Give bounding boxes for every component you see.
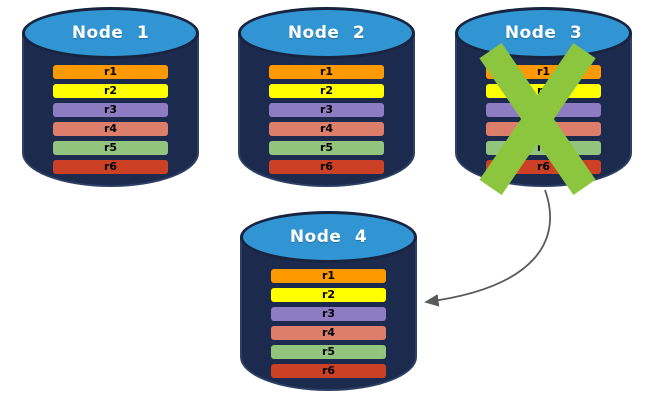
cylinder-top: Node 1 xyxy=(22,7,199,59)
row-r4: r4 xyxy=(53,122,168,136)
row-r1: r1 xyxy=(269,65,384,79)
row-r6: r6 xyxy=(269,160,384,174)
row-r1: r1 xyxy=(53,65,168,79)
node-2: Node 2 r1 r2 r3 r4 r5 r6 xyxy=(238,7,415,187)
row-r3: r3 xyxy=(271,307,386,321)
node-title: Node 4 xyxy=(289,227,368,247)
row-r3: r3 xyxy=(53,103,168,117)
row-r2: r2 xyxy=(53,84,168,98)
row-list: r1 r2 r3 r4 r5 r6 xyxy=(269,65,384,174)
failure-x-icon xyxy=(479,42,596,196)
row-r5: r5 xyxy=(269,141,384,155)
node-1: Node 1 r1 r2 r3 r4 r5 r6 xyxy=(22,7,199,187)
cylinder-top: Node 2 xyxy=(238,7,415,59)
row-r6: r6 xyxy=(271,364,386,378)
row-r5: r5 xyxy=(53,141,168,155)
node-4: Node 4 r1 r2 r3 r4 r5 r6 xyxy=(240,211,417,391)
failover-arrow xyxy=(424,189,551,307)
row-r6: r6 xyxy=(53,160,168,174)
row-list: r1 r2 r3 r4 r5 r6 xyxy=(271,269,386,378)
row-r1: r1 xyxy=(271,269,386,283)
node-title: Node 2 xyxy=(287,23,366,43)
row-list: r1 r2 r3 r4 r5 r6 xyxy=(53,65,168,174)
node-title: Node 3 xyxy=(504,23,583,43)
row-r2: r2 xyxy=(269,84,384,98)
cylinder-top: Node 3 xyxy=(455,7,632,59)
row-r4: r4 xyxy=(269,122,384,136)
row-r5: r5 xyxy=(271,345,386,359)
node-3-failed: Node 3 r1 r2 r3 r4 r5 r6 xyxy=(455,7,632,196)
row-r4: r4 xyxy=(271,326,386,340)
node-title: Node 1 xyxy=(71,23,150,43)
row-r3: r3 xyxy=(269,103,384,117)
cylinder-top: Node 4 xyxy=(240,211,417,263)
row-r2: r2 xyxy=(271,288,386,302)
